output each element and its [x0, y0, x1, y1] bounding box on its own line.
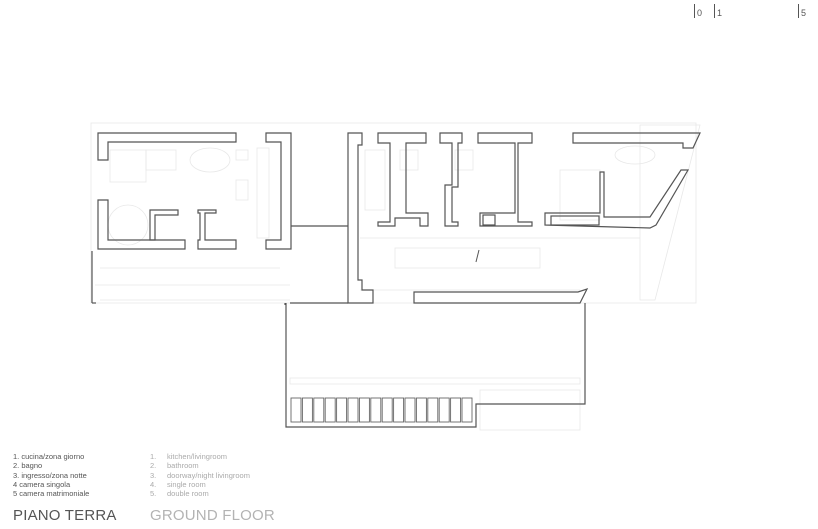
stair-tread — [301, 397, 313, 423]
wall-bath-right — [197, 209, 237, 250]
stair-tread — [404, 397, 416, 423]
legend-en-item: 1.kitchen/livingroom — [150, 452, 228, 461]
stair-tread — [393, 397, 405, 423]
legend-italian: 1. cucina/zona giorno 2. bagno 3. ingres… — [13, 452, 89, 498]
wall-room5-top — [572, 132, 701, 149]
stair-tread — [313, 397, 325, 423]
scale-tick-5 — [798, 4, 799, 18]
wall-hall-left — [347, 132, 374, 304]
wall-bath-left — [149, 209, 179, 241]
legend-it-item: 2. bagno — [13, 461, 43, 471]
scale-label-0: 0 — [697, 8, 703, 18]
wall-room3-divider — [439, 132, 463, 227]
closet-box — [482, 214, 496, 226]
stair-tread — [290, 397, 302, 423]
terrace-outline — [285, 303, 586, 428]
legend-it-item: 5 camera matrimoniale — [13, 489, 90, 499]
legend-en-item: 5.double room — [150, 489, 209, 499]
stair-tread — [358, 397, 370, 423]
scale-tick-0 — [694, 4, 695, 18]
walls-layer — [91, 132, 701, 428]
title-english: GROUND FLOOR — [150, 507, 275, 524]
scale-tick-1 — [714, 4, 715, 18]
legend-english: 1.kitchen/livingroom 2.bathroom 3.doorwa… — [150, 452, 250, 498]
wall-kitchen-bottom-left — [97, 199, 186, 250]
wall-bath2 — [377, 132, 429, 227]
stair-tread — [438, 397, 450, 423]
legend-en-item: 3.doorway/night livingroom — [150, 470, 250, 480]
legend-it-item: 1. cucina/zona giorno — [13, 452, 85, 461]
stair-tread — [415, 397, 427, 423]
wall-hall-bottom — [413, 287, 589, 304]
wall-room5-inner — [544, 169, 690, 229]
stairs — [290, 397, 473, 423]
scale-label-1: 1 — [717, 8, 723, 18]
legend-en-item: 4.single room — [150, 479, 206, 489]
stair-tread — [336, 397, 348, 423]
stair-tread — [324, 397, 336, 423]
legend-it-item: 3. ingresso/zona notte — [13, 470, 87, 480]
legend-it-item: 4 camera singola — [13, 479, 71, 489]
stair-tread — [370, 397, 382, 423]
stair-direction-mark — [475, 249, 480, 263]
wall-kitchen-right — [265, 132, 292, 250]
legend-en-item: 2.bathroom — [150, 461, 199, 471]
stair-tread — [427, 397, 439, 423]
wardrobe — [550, 215, 600, 226]
faint-furniture-layer — [90, 122, 701, 431]
stair-tread — [381, 397, 393, 423]
scale-label-5: 5 — [801, 8, 807, 18]
wall-room4 — [477, 132, 533, 227]
stair-tread — [450, 397, 462, 423]
stair-tread — [461, 397, 473, 423]
stair-tread — [347, 397, 359, 423]
title-italian: PIANO TERRA — [13, 507, 117, 524]
wall-kitchen-top — [97, 132, 237, 161]
